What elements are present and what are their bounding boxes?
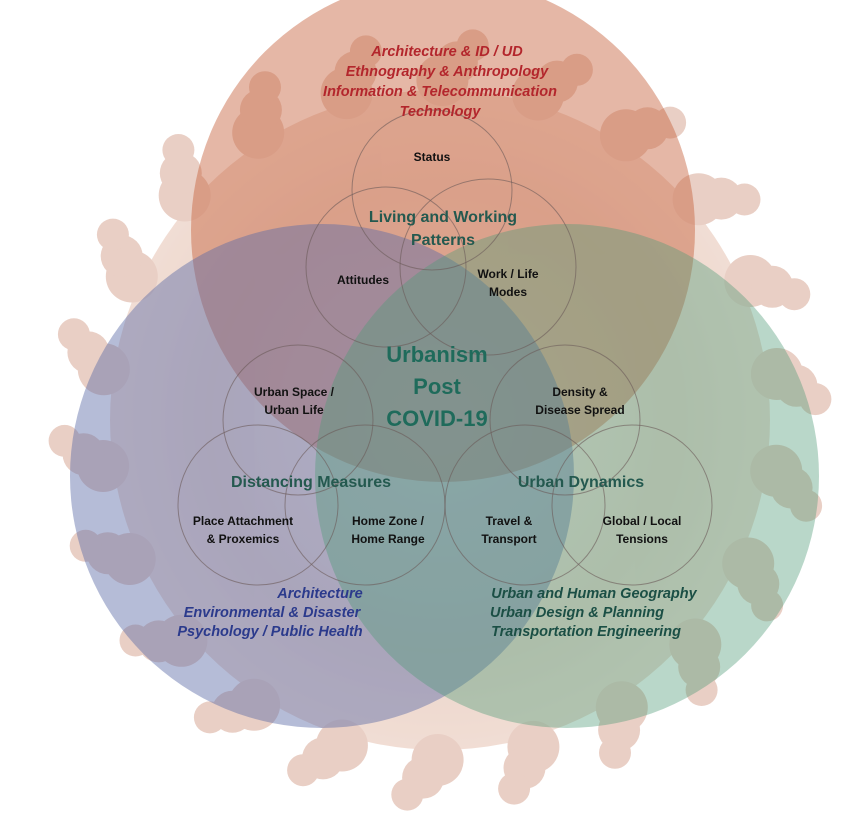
discipline-right-line-2: Urban Design & Planning — [490, 605, 664, 621]
topic-travel-line-1: Travel & — [486, 514, 533, 528]
theme-right: Urban Dynamics — [518, 474, 644, 491]
virus-spike — [685, 674, 718, 706]
virus-spike — [162, 134, 195, 166]
center-title-line-1: Urbanism — [386, 342, 487, 367]
virus-spike — [48, 424, 81, 457]
virus-spike — [654, 106, 687, 139]
topic-home-zone-line-2: Home Range — [351, 532, 425, 546]
urban-space-circle — [222, 344, 374, 496]
topic-urban-space-line-2: Urban Life — [264, 403, 324, 417]
virus-spike — [69, 529, 102, 562]
topic-global-local-line-1: Global / Local — [603, 514, 682, 528]
global-local-circle — [551, 424, 713, 586]
attitudes-circle — [305, 186, 467, 348]
virus-spike — [790, 489, 823, 522]
virus-spike — [599, 736, 631, 769]
discipline-left-line-1: Architecture — [276, 586, 362, 602]
virus-spike — [391, 778, 424, 811]
topic-status: Status — [414, 150, 451, 164]
topic-attitudes: Attitudes — [337, 273, 389, 287]
discipline-right-line-3: Transportation Engineering — [491, 624, 681, 640]
discipline-left-line-3: Psychology / Public Health — [177, 624, 362, 640]
travel-circle — [444, 424, 606, 586]
theme-left: Distancing Measures — [231, 474, 391, 491]
virus-spike — [57, 318, 90, 351]
theme-top-line-2: Patterns — [411, 232, 475, 249]
topic-urban-space-line-1: Urban Space / — [254, 385, 335, 399]
virus-spike — [560, 53, 593, 86]
discipline-top-line-1: Architecture & ID / UD — [370, 44, 523, 60]
topic-global-local-line-2: Tensions — [616, 532, 668, 546]
virus-spike — [193, 701, 226, 734]
topic-work-life-line-2: Modes — [489, 285, 527, 299]
topic-home-zone-line-1: Home Zone / — [352, 514, 425, 528]
topic-density-line-2: Disease Spread — [535, 403, 624, 417]
virus-spike — [456, 29, 489, 62]
topic-place-attachment-line-2: & Proxemics — [207, 532, 280, 546]
virus-spike — [778, 278, 811, 311]
virus-background-image — [48, 29, 832, 811]
topic-travel-line-2: Transport — [481, 532, 536, 546]
virus-spike — [119, 624, 152, 657]
right-discipline-circle — [315, 224, 819, 728]
discipline-top-line-3: Information & Telecommunication — [323, 84, 557, 100]
top-discipline-circle — [191, 0, 695, 482]
discipline-right-line-1: Urban and Human Geography — [491, 586, 697, 602]
discipline-left-line-2: Environmental & Disaster — [184, 605, 362, 621]
virus-spike — [498, 772, 531, 805]
discipline-top-line-2: Ethnography & Anthropology — [346, 64, 549, 80]
left-discipline-circle — [70, 224, 574, 728]
virus-spike — [96, 218, 129, 251]
virus-spike — [287, 754, 320, 787]
virus-spike — [728, 183, 761, 216]
topic-work-life-line-1: Work / Life — [477, 267, 538, 281]
topic-place-attachment-line-1: Place Attachment — [193, 514, 293, 528]
center-title-line-2: Post — [413, 374, 461, 399]
center-title-line-3: COVID-19 — [386, 406, 487, 431]
theme-top-line-1: Living and Working — [369, 209, 517, 226]
virus-spike — [249, 71, 281, 104]
virus-spike — [349, 35, 382, 68]
virus-spike — [799, 383, 832, 416]
topic-density-line-1: Density & — [552, 385, 608, 399]
status-circle — [351, 109, 513, 271]
virus-spike — [751, 589, 784, 622]
density-circle — [489, 344, 641, 496]
work-life-circle — [399, 178, 577, 356]
discipline-top-line-4: Technology — [400, 104, 482, 120]
place-attachment-circle — [177, 424, 339, 586]
